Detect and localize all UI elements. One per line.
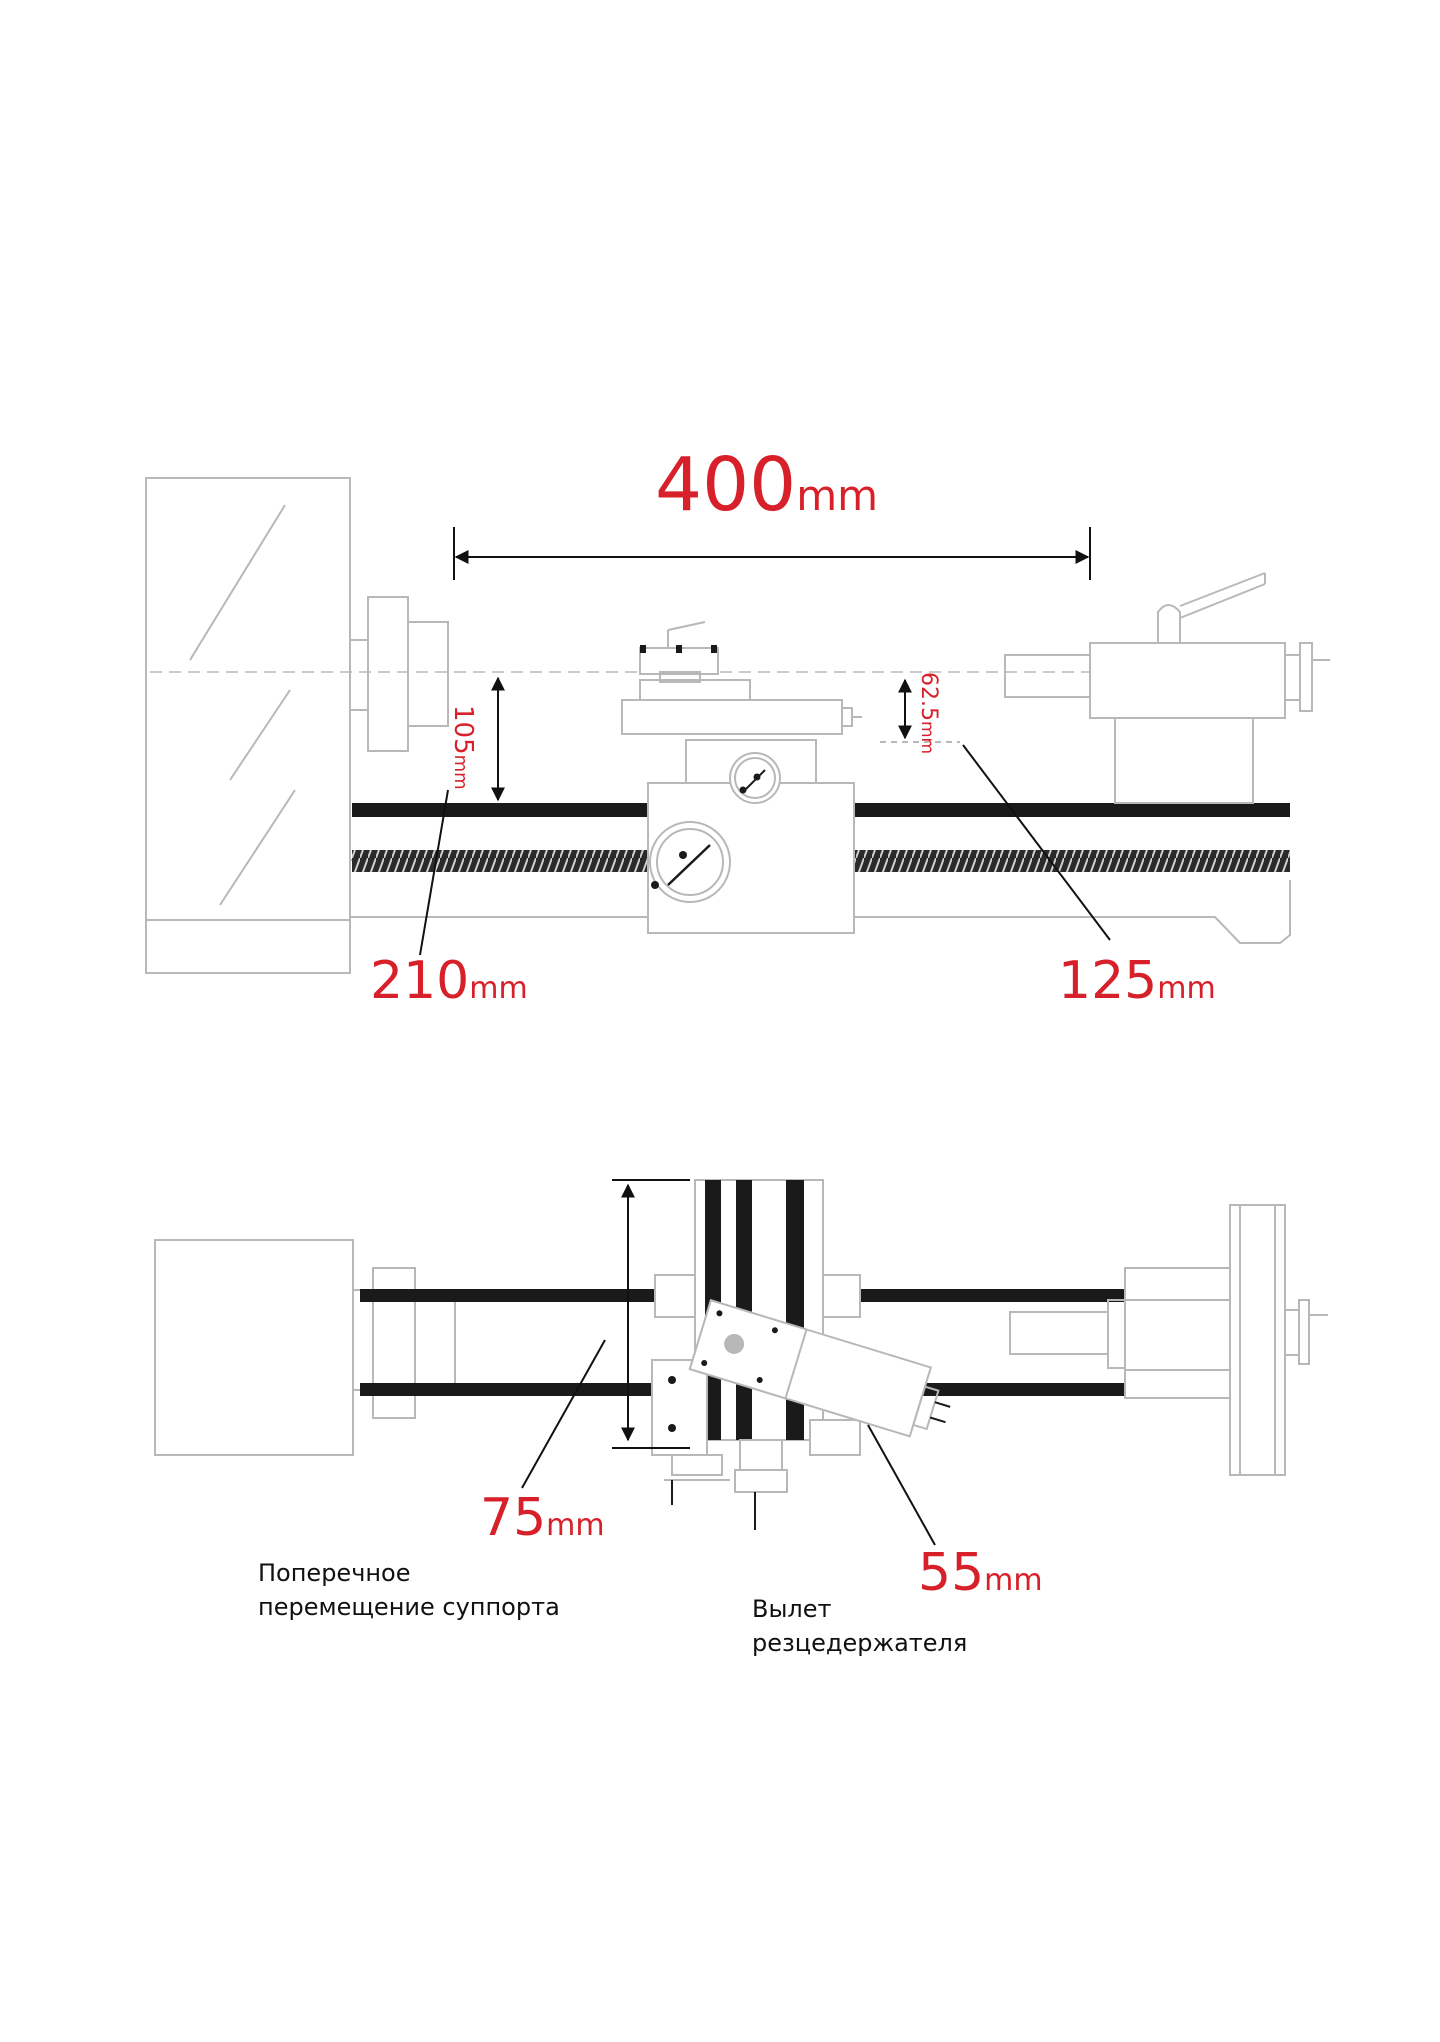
cross-travel-label: 75mm xyxy=(480,1488,605,1548)
swing-over-bed-label: 210mm xyxy=(370,951,528,1011)
tool-post-caption-line-2: резцедержателя xyxy=(752,1629,968,1657)
tool-post-label: 55mm xyxy=(918,1543,1043,1603)
cross-slide xyxy=(621,699,843,735)
side-view xyxy=(145,477,1330,974)
length-dim-label: 400mm xyxy=(655,442,878,528)
top-headstock xyxy=(154,1239,354,1456)
tailstock xyxy=(1114,717,1254,804)
swing-over-bed-leader xyxy=(419,789,449,956)
lathe-bed xyxy=(349,810,1291,944)
top-view-dimensions xyxy=(521,1179,936,1546)
carriage-height-label: 62.5mm xyxy=(916,672,941,754)
cross-travel-caption-line-2: перемещение суппорта xyxy=(258,1593,560,1621)
tool-post-leader xyxy=(867,1424,936,1546)
headstock-cabinet xyxy=(145,477,351,974)
tool-post-caption: Вылет резцедержателя xyxy=(752,1592,967,1660)
cross-travel-caption-line-1: Поперечное xyxy=(258,1559,411,1587)
chuck xyxy=(349,639,369,711)
swing-over-carriage-label: 125mm xyxy=(1058,951,1216,1011)
center-height-label: 105mm xyxy=(448,705,478,790)
top-view xyxy=(154,1179,1328,1530)
cross-travel-caption: Поперечное перемещение суппорта xyxy=(258,1556,560,1624)
cross-travel-leader xyxy=(521,1339,606,1489)
tool-post-caption-line-1: Вылет xyxy=(752,1595,832,1623)
apron-handwheel xyxy=(649,821,731,903)
swing-over-carriage-leader xyxy=(962,744,1111,941)
side-view-dimensions xyxy=(419,527,1111,956)
top-tool-post xyxy=(688,1298,951,1438)
